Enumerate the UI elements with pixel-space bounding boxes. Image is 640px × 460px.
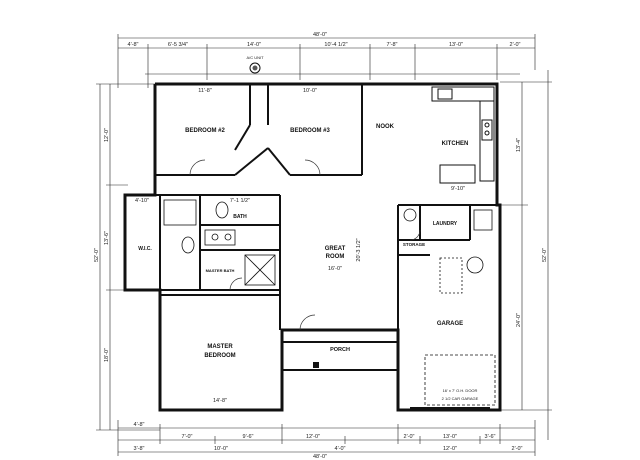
room-garage: GARAGE (437, 321, 463, 327)
dim-bottom-a: 4'-8" (134, 422, 145, 428)
room-porch: PORCH (330, 347, 350, 353)
dim-left-sub: 13'-6" (104, 231, 110, 245)
dim-bottom-c: 9'-6" (243, 434, 254, 440)
room-bedroom2: BEDROOM #2 (185, 128, 225, 134)
dim-right-total: 52'-0" (542, 248, 548, 262)
room-laundry: LAUNDRY (433, 221, 458, 227)
doors (189, 159, 421, 331)
kitchen-counters (431, 86, 495, 184)
right-dimension-lines (500, 70, 552, 440)
room-wic: W.I.C. (138, 246, 152, 252)
dim-right-a: 13'-4" (516, 138, 522, 152)
dim-kitchen-width: 9'-10" (451, 186, 465, 192)
bottom-dimension-lines (117, 420, 536, 456)
top-dimension-lines (117, 34, 536, 88)
room-bath: BATH (233, 214, 247, 220)
bath-fixtures (163, 199, 276, 286)
porch-column (313, 362, 319, 368)
dim-right-b: 24'-0" (516, 313, 522, 327)
dim-overall-width: 48'-0" (313, 32, 327, 38)
garage-size-label: 2 1/2 CAR GARAGE (442, 396, 479, 401)
room-storage: STORAGE (403, 242, 425, 247)
dim-wic-width: 4'-10" (135, 198, 149, 204)
dim-top-b: 14'-0" (247, 42, 261, 48)
room-master: MASTER (207, 344, 233, 350)
dim-great-width: 16'-0" (328, 266, 342, 272)
dim-bottom-e: 2'-0" (404, 434, 415, 440)
dim-bottom-g: 3'-6" (485, 434, 496, 440)
dim-bottom-l: 12'-0" (443, 446, 457, 452)
garage-detail (410, 256, 496, 409)
dim-bottom-d: 12'-0" (306, 434, 320, 440)
dim-top-d: 7'-8" (387, 42, 398, 48)
room-master-bath: MASTER BATH (206, 268, 235, 273)
dim-master-width: 14'-8" (213, 398, 227, 404)
dim-bath-width: 7'-1 1/2" (230, 198, 250, 204)
interior-walls (125, 84, 497, 371)
room-kitchen: KITCHEN (442, 141, 469, 147)
dim-top-a: 6'-5 3/4" (168, 42, 188, 48)
ac-unit (249, 62, 261, 74)
dim-top-f: 2'-0" (510, 42, 521, 48)
dim-b2-width: 11'-8" (198, 88, 212, 94)
dim-bottom-h: 3'-8" (134, 446, 145, 452)
room-nook: NOOK (376, 124, 395, 130)
dim-left-depth: 12'-0" (104, 128, 110, 142)
dim-great-depth: 20'-3 1/2" (356, 238, 362, 261)
dim-left-total: 52'-0" (94, 248, 100, 262)
room-master-bedroom: BEDROOM (204, 353, 235, 359)
room-bedroom3: BEDROOM #3 (290, 128, 330, 134)
dim-top-left: 4'-8" (128, 42, 139, 48)
room-great-2: ROOM (326, 254, 345, 260)
dim-b3-width: 10'-0" (303, 88, 317, 94)
exterior-walls (123, 82, 502, 412)
dim-bottom-i: 10'-0" (214, 446, 228, 452)
dim-left-master: 18'-0" (104, 348, 110, 362)
ac-unit-label: A/C UNIT (246, 55, 264, 60)
room-great: GREAT (325, 246, 346, 252)
laundry-fixtures (403, 208, 493, 231)
dim-bottom-total: 48'-0" (313, 454, 327, 460)
dim-bottom-k: 2'-0" (512, 446, 523, 452)
dim-bottom-f: 13'-0" (443, 434, 457, 440)
dim-bottom-b: 7'-0" (182, 434, 193, 440)
dim-bottom-j: 4'-0" (335, 446, 346, 452)
garage-door-label: 16' x 7' O.H. DOOR (443, 388, 478, 393)
dim-top-e: 13'-0" (449, 42, 463, 48)
dim-top-c: 10'-4 1/2" (324, 42, 347, 48)
